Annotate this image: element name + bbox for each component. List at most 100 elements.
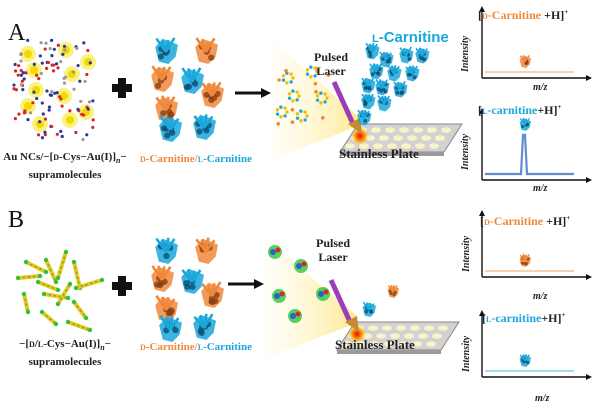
- supramolecule-particle: [319, 91, 323, 95]
- enantiomer-caption-b: d-Carnitine/l-Carnitine: [140, 340, 280, 354]
- rod-end: [23, 259, 29, 265]
- x-axis-arrow: [586, 274, 592, 280]
- spectrum-b2-ylabel: Intensity: [461, 335, 472, 372]
- ligand-atom: [26, 117, 30, 122]
- plume-glow: [265, 238, 357, 358]
- ligand-atom: [82, 41, 86, 45]
- plate-edge: [340, 152, 444, 156]
- ligand-atom: [85, 72, 89, 77]
- rod-end: [65, 319, 71, 325]
- complex-particle-core: [290, 313, 296, 319]
- enantiomer-caption-a: d-Carnitine/l-Carnitine: [140, 152, 280, 166]
- plate-edge: [337, 350, 441, 354]
- supramolecule-particle: [295, 116, 300, 120]
- laser-desorption-scene: [272, 40, 463, 160]
- caption-text: d: [53, 151, 59, 163]
- stainless-plate-label-a: Stainless Plate: [339, 146, 419, 161]
- l-carnitine-molecule: [399, 46, 414, 64]
- l-prefix: l: [197, 341, 204, 353]
- y-axis-arrow: [479, 210, 485, 216]
- desorbed-l-carnitine-label: l-Carnitine: [372, 29, 449, 46]
- d-carnitine-molecule: [195, 237, 218, 264]
- ligand-atom: [78, 79, 82, 83]
- ligand-atom: [58, 95, 62, 99]
- spectrum-b2: [479, 310, 592, 380]
- sample-well: [435, 135, 445, 141]
- ligand-atom: [36, 133, 41, 137]
- caption-text: -Cys−Au(I)]: [43, 338, 101, 350]
- laser-arrow-head: [345, 316, 359, 332]
- title-text: +: [564, 8, 569, 16]
- l-carnitine-molecule: [393, 80, 408, 98]
- l-carnitine-molecule: [357, 109, 372, 126]
- rod-ligand: [67, 321, 91, 331]
- title-text: -carnitine: [491, 311, 542, 325]
- ligand-atom: [63, 48, 67, 52]
- l-carnitine-molecule: [155, 37, 178, 64]
- ligand-atom: [48, 47, 52, 51]
- supramolecule-particle: [283, 114, 287, 118]
- ligand-atom: [85, 133, 89, 137]
- ligand-atom: [16, 73, 20, 77]
- d-carnitine-text: -Carnitine: [145, 341, 195, 353]
- ligand-atom: [79, 99, 83, 104]
- caption-text: Au NCs/−[: [3, 151, 54, 163]
- title-text: +H]: [541, 8, 565, 22]
- ligand-atom: [43, 132, 47, 137]
- d-carnitine-particle: [314, 90, 318, 94]
- spectrum-b1-ylabel: Intensity: [461, 235, 472, 272]
- ligand-atom: [48, 93, 52, 97]
- d-carnitine-particle: [315, 68, 320, 73]
- x-axis-arrow: [586, 374, 592, 380]
- ligand-atom: [21, 71, 25, 75]
- d-carnitine-molecule: [201, 81, 224, 108]
- cys-au-rod: [56, 250, 68, 280]
- ligand-atom: [26, 38, 30, 42]
- supramolecule-particle: [305, 114, 309, 118]
- sample-well: [418, 333, 428, 339]
- sample-well: [379, 135, 389, 141]
- supramolecule-particle: [289, 72, 293, 76]
- spectrum-a2-xlabel: m/z: [533, 183, 548, 194]
- rod-end: [37, 273, 43, 279]
- supramolecule-particle: [295, 112, 300, 116]
- sample-well: [412, 341, 422, 347]
- supramolecule-particle: [315, 94, 320, 98]
- caption-text: −: [120, 151, 127, 163]
- plus-icon: [112, 276, 132, 296]
- ligand-atom: [19, 59, 23, 63]
- rod-end: [39, 309, 45, 315]
- ligand-atom: [91, 118, 95, 122]
- ligand-atom: [35, 73, 39, 77]
- title-text: l: [482, 103, 488, 117]
- ligand-atom: [87, 100, 92, 104]
- ligand-atom: [43, 117, 48, 121]
- gold-atom: [30, 66, 38, 74]
- ligand-atom: [56, 43, 60, 47]
- ligand-atom: [71, 70, 76, 74]
- y-axis-arrow: [479, 310, 485, 316]
- ligand-atom: [19, 52, 23, 56]
- sample-well: [399, 127, 409, 133]
- supramolecule-particle: [291, 99, 295, 103]
- title-text: +: [566, 214, 571, 222]
- sample-well: [415, 143, 425, 149]
- ligand-atom: [72, 87, 76, 91]
- laser-spot: [351, 127, 369, 145]
- supramolecule-particle: [287, 92, 292, 96]
- l-carnitine-molecule: [375, 78, 390, 96]
- x-axis-arrow: [586, 177, 592, 183]
- complex-particle-core: [323, 289, 329, 295]
- ligand-atom: [32, 62, 36, 66]
- title-text: l: [486, 311, 492, 325]
- ligand-atom: [31, 101, 35, 105]
- stainless-plate-label-b: Stainless Plate: [335, 337, 415, 352]
- gold-atom: [36, 120, 44, 128]
- rod-end: [21, 291, 27, 297]
- supramolecule-particle: [287, 96, 292, 100]
- spectrum-b1-title: [d-Carnitine +H]+: [480, 214, 570, 229]
- laser-beam: [328, 278, 354, 326]
- supramolecule-particle: [323, 92, 327, 96]
- rod-end: [83, 315, 89, 321]
- l-carnitine-molecule: [365, 42, 380, 60]
